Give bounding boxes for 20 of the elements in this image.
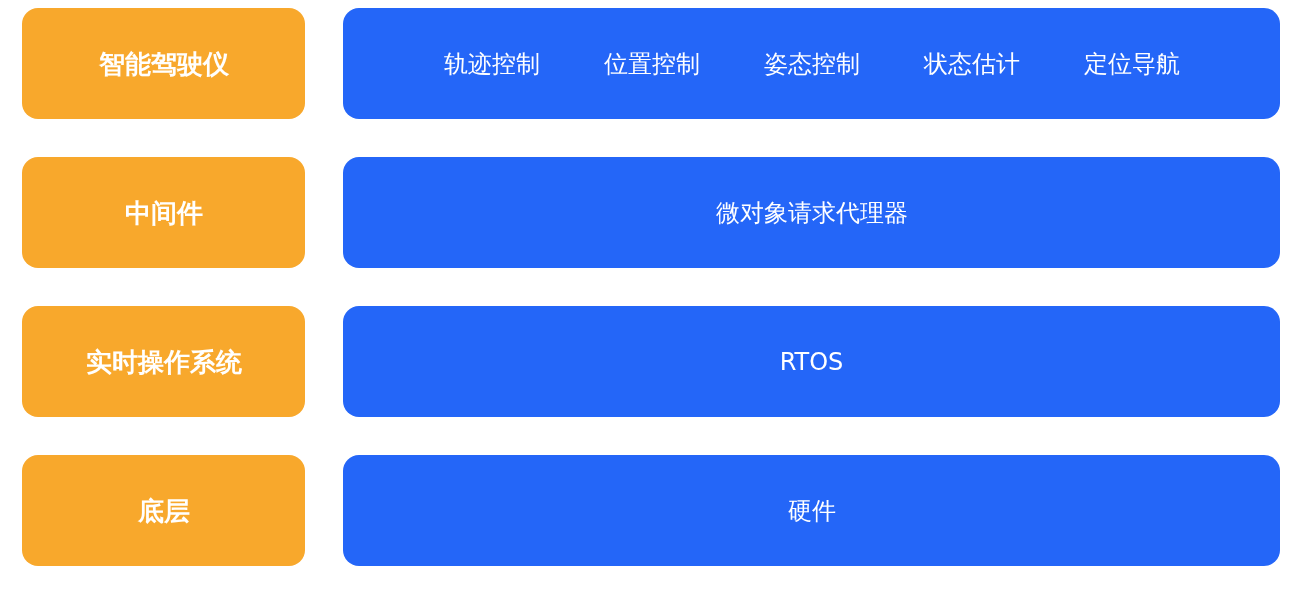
component-label: 姿态控制 xyxy=(763,48,860,80)
component-box xyxy=(343,306,1280,417)
layer-label: 智能驾驶仪 xyxy=(98,47,229,80)
layer-label: 中间件 xyxy=(124,196,203,229)
component-label: 位置控制 xyxy=(603,48,700,80)
component-label: RTOS xyxy=(779,347,844,376)
component-box xyxy=(343,8,1280,119)
layer-box xyxy=(22,455,305,566)
component-label: 状态估计 xyxy=(923,48,1020,80)
component-box xyxy=(343,455,1280,566)
layer-label: 底层 xyxy=(137,494,190,527)
component-box xyxy=(343,157,1280,268)
component-label: 定位导航 xyxy=(1083,48,1180,80)
layer-box xyxy=(22,8,305,119)
layer-box xyxy=(22,306,305,417)
component-label: 微对象请求代理器 xyxy=(715,197,908,229)
layer-box xyxy=(22,157,305,268)
layer-label: 实时操作系统 xyxy=(85,345,242,378)
component-label: 轨迹控制 xyxy=(443,48,540,80)
component-label: 硬件 xyxy=(787,495,836,527)
